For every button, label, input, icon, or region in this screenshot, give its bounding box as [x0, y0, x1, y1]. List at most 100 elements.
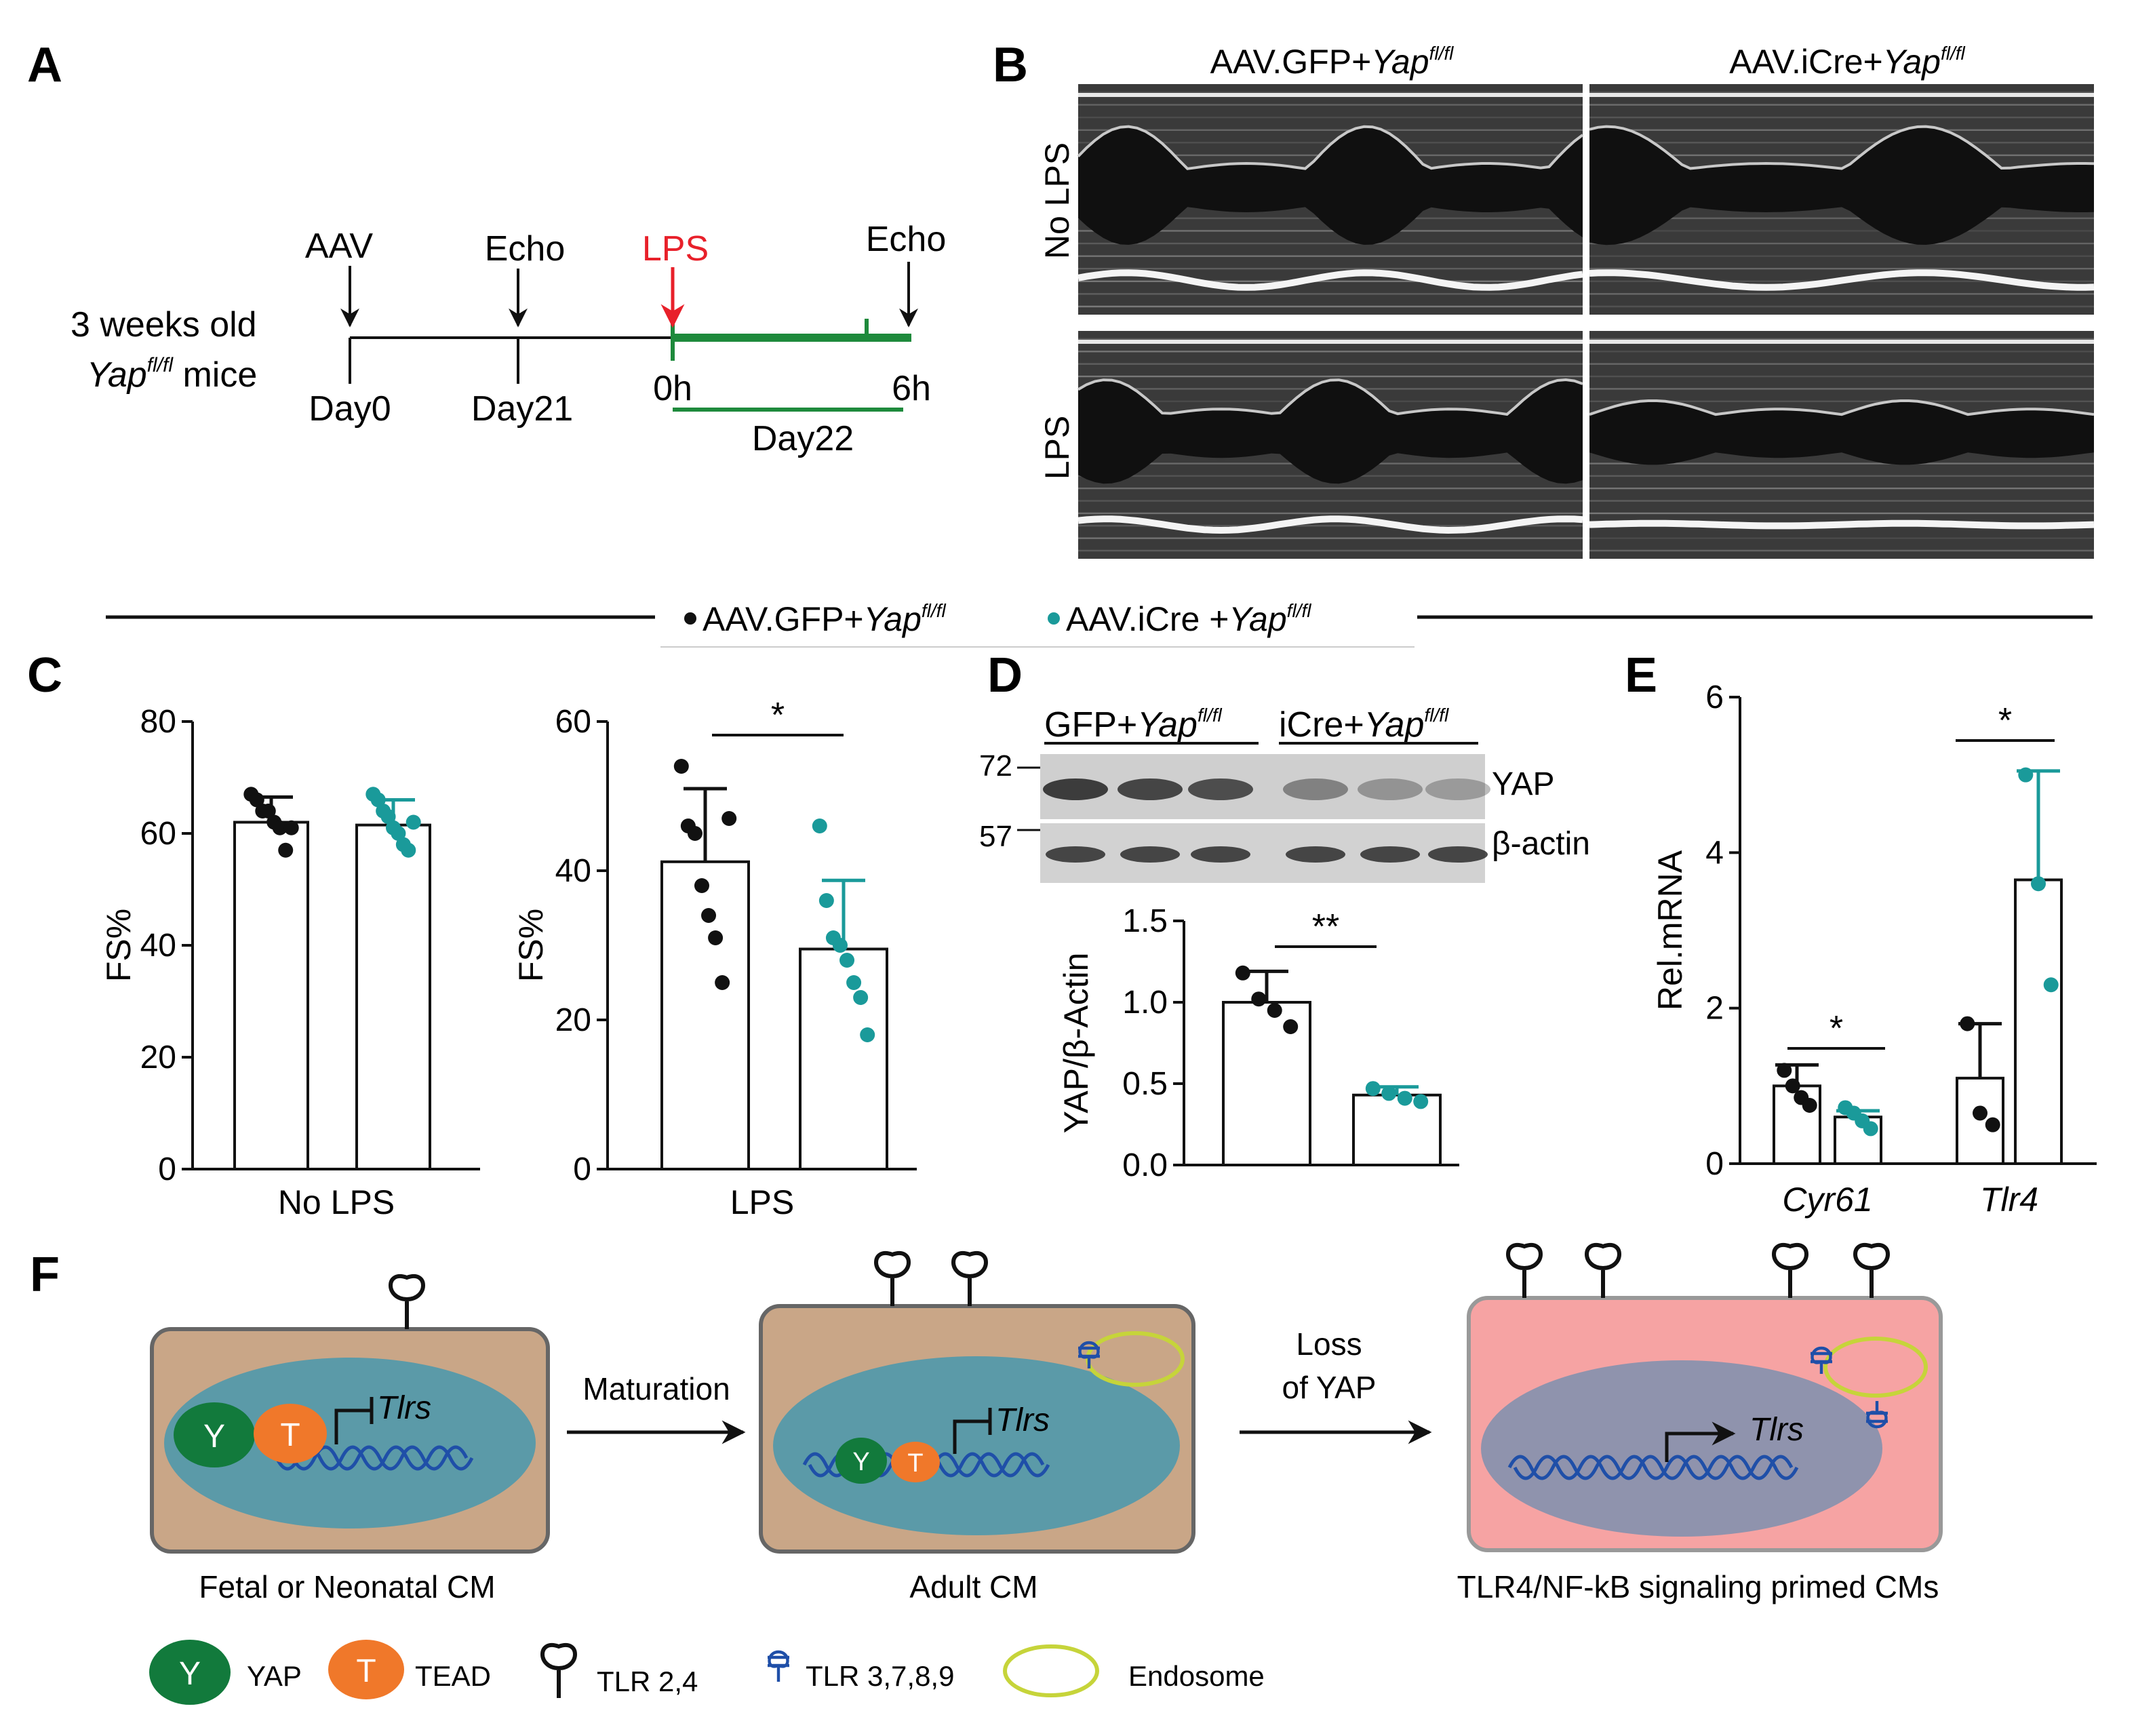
panel-a: A 3 weeks old Yapfl/fl mice AAV Echo LPS… — [27, 38, 946, 458]
echo-posterior-wall — [1589, 269, 2095, 291]
bar — [799, 947, 888, 1170]
y-tick-label: 40 — [140, 928, 176, 964]
blot-mw-72: 72 — [979, 749, 1012, 783]
panel-letter-d: D — [987, 648, 1023, 703]
y-tick-label: 6 — [1705, 679, 1724, 715]
tlr-endosomal-receptor — [1078, 1341, 1100, 1368]
y-axis-label: FS% — [100, 909, 138, 982]
panel-f-legend: Y YAP T TEAD TLR 2,4 TLR 3,7,8,9 Endosom… — [149, 1640, 1265, 1705]
data-point — [2043, 977, 2059, 993]
tead-letter: T — [280, 1417, 300, 1453]
legend-tlr-surface-icon — [540, 1643, 577, 1698]
gene-label-fetal: Tlrs — [377, 1390, 431, 1426]
timeline-start-line2: Yapfl/fl mice — [87, 354, 257, 395]
legend-endosome-label: Endosome — [1128, 1660, 1265, 1692]
blot-band-yap — [1283, 778, 1348, 800]
gene-label-primed: Tlrs — [1749, 1412, 1804, 1448]
legend-yap-letter: Y — [179, 1656, 201, 1692]
y-tick-label: 60 — [555, 704, 591, 740]
panel-letter-b: B — [993, 38, 1028, 92]
data-point — [832, 938, 848, 953]
yap-protein — [174, 1402, 255, 1467]
tlr-endosomal-receptor — [1866, 1401, 1888, 1429]
y-axis-label: FS% — [512, 909, 550, 982]
x-axis-label: No LPS — [278, 1183, 395, 1221]
y-axis-label: YAP/β-Actin — [1057, 953, 1095, 1134]
day-label-6h: 6h — [892, 369, 931, 408]
y-tick-label: 1.0 — [1122, 985, 1168, 1021]
tlr-surface-receptor — [1772, 1243, 1808, 1298]
cell-fetal-label: Fetal or Neonatal CM — [199, 1569, 495, 1604]
blot-group-gfp: GFP+Yapfl/fl — [1044, 705, 1222, 745]
data-point — [1283, 1019, 1299, 1034]
data-point — [715, 975, 730, 990]
cell-adult-label: Adult CM — [909, 1569, 1037, 1604]
legend-endosome-icon — [1003, 1644, 1099, 1697]
y-tick-label: 0 — [1705, 1146, 1724, 1182]
y-tick-label: 4 — [1705, 835, 1724, 871]
data-point — [721, 811, 737, 826]
panel-letter-c: C — [27, 648, 62, 703]
event-label-echo2: Echo — [866, 220, 947, 259]
data-point — [406, 814, 421, 830]
activation-arrow — [1665, 1421, 1736, 1462]
blot-band-actin — [1046, 846, 1105, 863]
data-point — [1365, 1081, 1381, 1097]
blot-group-icre: iCre+Yapfl/fl — [1279, 705, 1449, 745]
blot-band-yap — [1425, 778, 1490, 800]
legend-yap-symbol — [149, 1640, 231, 1705]
cell-fetal-nucleus — [164, 1358, 536, 1528]
echo-posterior-wall — [1077, 269, 1583, 291]
blot-band-actin — [1286, 846, 1345, 863]
echo-lv-cavity — [1589, 126, 2094, 245]
legend-dot-icre — [1048, 612, 1060, 625]
echo-wall-line — [1589, 399, 2095, 416]
x-axis-label: LPS — [730, 1183, 795, 1221]
blot-band-yap — [1188, 778, 1253, 800]
y-tick-label: 1.5 — [1122, 903, 1168, 939]
echo-wall-line — [1589, 125, 2095, 170]
gene-label-adult: Tlrs — [995, 1402, 1050, 1438]
western-blot: GFP+Yapfl/fl iCre+Yapfl/fl 72 57 YAP β-a… — [979, 705, 1590, 883]
yap-protein — [835, 1438, 887, 1484]
echo-image — [1589, 84, 2095, 315]
cell-primed-nucleus — [1481, 1360, 1882, 1537]
data-point — [701, 908, 717, 923]
y-tick-label: 20 — [555, 1002, 591, 1038]
data-point — [401, 842, 416, 858]
tlr-surface-receptor — [874, 1251, 911, 1306]
tlr-surface-receptor — [389, 1274, 425, 1329]
y-tick-label: 80 — [140, 704, 176, 740]
echo-image — [1077, 331, 1583, 559]
blot-band-actin — [1360, 846, 1420, 863]
loss-label-line1: Loss — [1296, 1326, 1362, 1362]
panel-letter-e: E — [1625, 648, 1657, 703]
blot-band-yap — [1358, 778, 1423, 800]
data-point — [1251, 991, 1267, 1007]
echo-column-title-icre: AAV.iCre+Yapfl/fl — [1729, 43, 1965, 81]
dna-strand — [269, 1445, 469, 1471]
data-point — [1413, 1094, 1429, 1109]
y-tick-label: 60 — [140, 816, 176, 852]
day-label-day0: Day0 — [309, 389, 391, 429]
y-tick-label: 40 — [555, 853, 591, 889]
data-point — [1863, 1121, 1878, 1137]
bar — [1352, 1093, 1442, 1167]
loss-label-line2: of YAP — [1282, 1370, 1377, 1405]
echo-column-title-gfp: AAV.GFP+Yapfl/fl — [1210, 43, 1454, 81]
data-point — [1802, 1098, 1817, 1113]
bar — [660, 860, 750, 1171]
tlr-surface-receptor — [1585, 1243, 1621, 1298]
data-point — [2018, 767, 2034, 783]
x-category-label: Cyr61 — [1782, 1181, 1872, 1219]
legend-tlr-endo-label: TLR 3,7,8,9 — [806, 1660, 954, 1692]
bar — [355, 823, 431, 1170]
echo-posterior-wall — [1589, 519, 2095, 530]
event-label-lps: LPS — [642, 229, 709, 269]
day-label-day22: Day22 — [752, 419, 854, 458]
bar — [233, 821, 309, 1170]
